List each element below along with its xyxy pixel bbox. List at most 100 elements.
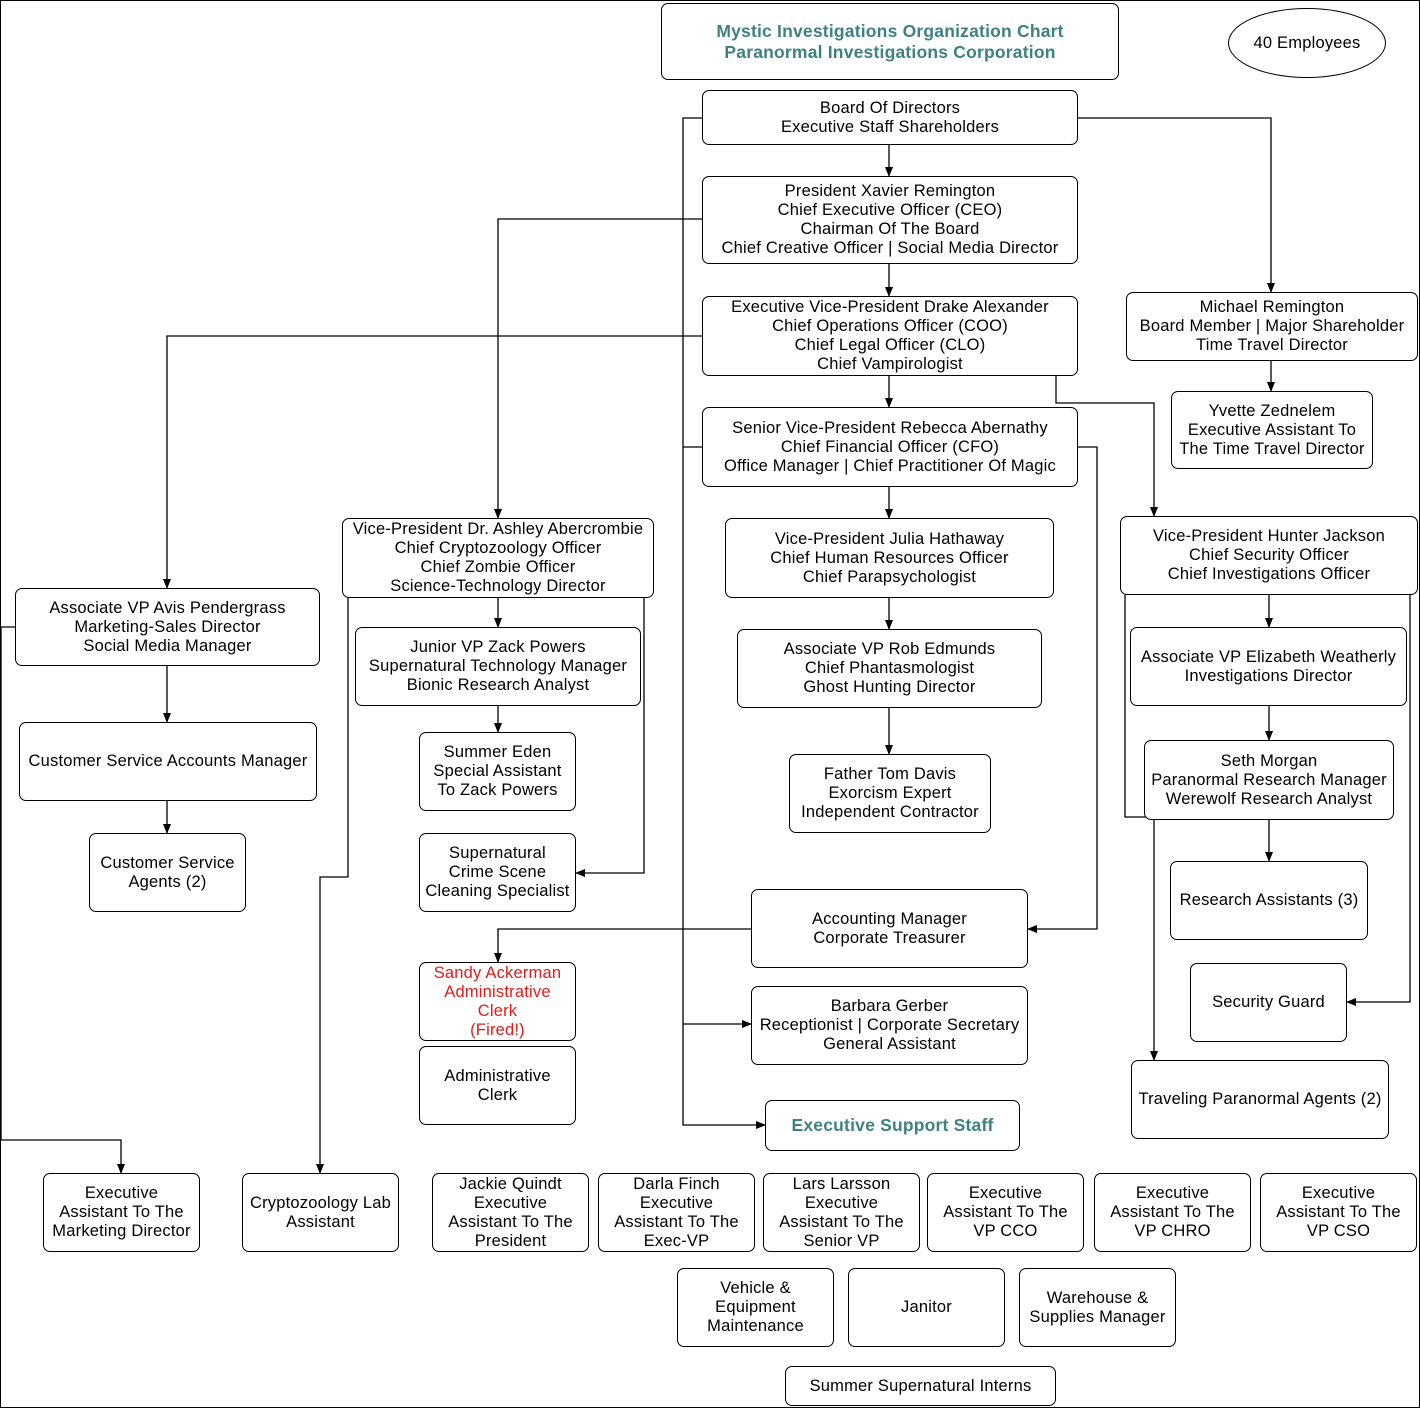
node-line: President (474, 1231, 547, 1250)
node-line: Equipment (715, 1298, 796, 1316)
node-line: Chief Creative Officer | Social Media Di… (721, 239, 1059, 257)
node-line: Chief Security Officer (1189, 546, 1349, 564)
node-csam: Customer Service Accounts Manager (19, 722, 317, 801)
node-line: Clerk (477, 1085, 518, 1104)
node-line: Executive Vice-President Drake Alexander (731, 298, 1049, 316)
node-line: Vice-President Hunter Jackson (1152, 527, 1386, 545)
node-line: Yvette Zednelem (1208, 401, 1336, 420)
connector-line (575, 598, 645, 877)
node-line: Vice-President Julia Hathaway (774, 529, 1005, 548)
node-line: Independent Contractor (801, 803, 979, 821)
node-line: Summer Supernatural Interns (809, 1376, 1032, 1395)
node-line: Accounting Manager (812, 909, 967, 928)
node-line: Mystic Investigations Organization Chart (716, 20, 1064, 41)
connector-line (494, 218, 702, 519)
node-employees: 40 Employees (1228, 8, 1386, 78)
connector-line (1055, 376, 1158, 517)
node-line: Special Assistant (433, 762, 562, 780)
node-line: Ghost Hunting Director (803, 678, 976, 696)
node-line: Exorcism Expert (828, 784, 952, 802)
node-line: Vehicle & (720, 1279, 791, 1297)
node-line: Associate VP Elizabeth Weatherly (1140, 647, 1397, 666)
node-traveling: Traveling Paranormal Agents (2) (1131, 1060, 1389, 1139)
node-evp: Executive Vice-President Drake Alexander… (702, 296, 1078, 376)
node-line: Supernatural (449, 844, 546, 862)
node-line: Chief Human Resources Officer (770, 548, 1009, 567)
node-line: Executive (1301, 1184, 1376, 1202)
node-line: Office Manager | Chief Practitioner Of M… (724, 456, 1056, 475)
connector-line (1346, 595, 1411, 1006)
node-line: Executive (473, 1193, 548, 1212)
node-line: Security Guard (1212, 993, 1325, 1011)
node-line: Jackie Quindt (459, 1174, 562, 1193)
node-line: Customer Service (100, 853, 235, 872)
node-line: President Xavier Remington (784, 182, 996, 200)
node-research: Research Assistants (3) (1170, 861, 1368, 940)
node-line: Janitor (901, 1298, 952, 1316)
node-line: Assistant To The (943, 1203, 1068, 1221)
node-line: Executive (804, 1193, 879, 1212)
node-line: Receptionist | Corporate Secretary (759, 1016, 1020, 1034)
node-line: Vice-President Dr. Ashley Abercrombie (352, 520, 644, 538)
node-line: The Time Travel Director (1179, 439, 1365, 458)
node-title: Mystic Investigations Organization Chart… (661, 3, 1119, 80)
node-line: Research Assistants (3) (1179, 891, 1359, 909)
node-line: Assistant (286, 1212, 355, 1231)
node-line: Cleaning Specialist (425, 882, 570, 900)
node-line: Senior Vice-President Rebecca Abernathy (732, 418, 1048, 437)
node-support: Executive Support Staff (765, 1100, 1020, 1151)
node-line: VP CSO (1306, 1222, 1371, 1240)
node-line: Associate VP Rob Edmunds (783, 640, 996, 658)
node-line: Maintenance (707, 1317, 804, 1335)
node-line: Social Media Manager (83, 636, 252, 655)
node-line: Bionic Research Analyst (406, 676, 590, 694)
node-line: Executive Assistant To (1187, 420, 1357, 439)
node-line: Assistant To The (1110, 1203, 1235, 1221)
node-line: Time Travel Director (1196, 336, 1348, 354)
node-line: Executive Staff Shareholders (780, 117, 1000, 136)
node-line: Supernatural Technology Manager (368, 657, 628, 675)
node-line: Chief Zombie Officer (420, 558, 576, 576)
node-line: Paranormal Investigations Corporation (724, 41, 1056, 62)
node-line: VP CHRO (1134, 1222, 1211, 1240)
node-line: Associate VP Avis Pendergrass (49, 598, 286, 617)
node-janitor: Janitor (848, 1268, 1005, 1347)
node-line: Customer Service Accounts Manager (28, 752, 308, 770)
node-line: Assistant To The (614, 1212, 739, 1231)
node-line: Supplies Manager (1029, 1307, 1166, 1326)
node-line: Assistant To The (1276, 1203, 1401, 1221)
node-line: Board Member | Major Shareholder (1139, 317, 1405, 335)
node-line: Michael Remington (1199, 298, 1345, 316)
node-line: Senior VP (803, 1231, 880, 1250)
node-line: Assistant To The (779, 1212, 904, 1231)
node-line: To Zack Powers (437, 781, 558, 799)
node-line: Administrative (444, 982, 551, 1001)
node-line: Executive (968, 1184, 1043, 1202)
node-line: Warehouse & (1046, 1288, 1149, 1307)
connector-line (494, 928, 751, 963)
node-line: Administrative (444, 1066, 551, 1085)
node-line: Science-Technology Director (390, 577, 606, 595)
node-line: Sandy Ackerman (433, 963, 562, 982)
node-line: Clerk (477, 1001, 518, 1020)
node-line: Corporate Treasurer (813, 928, 966, 947)
